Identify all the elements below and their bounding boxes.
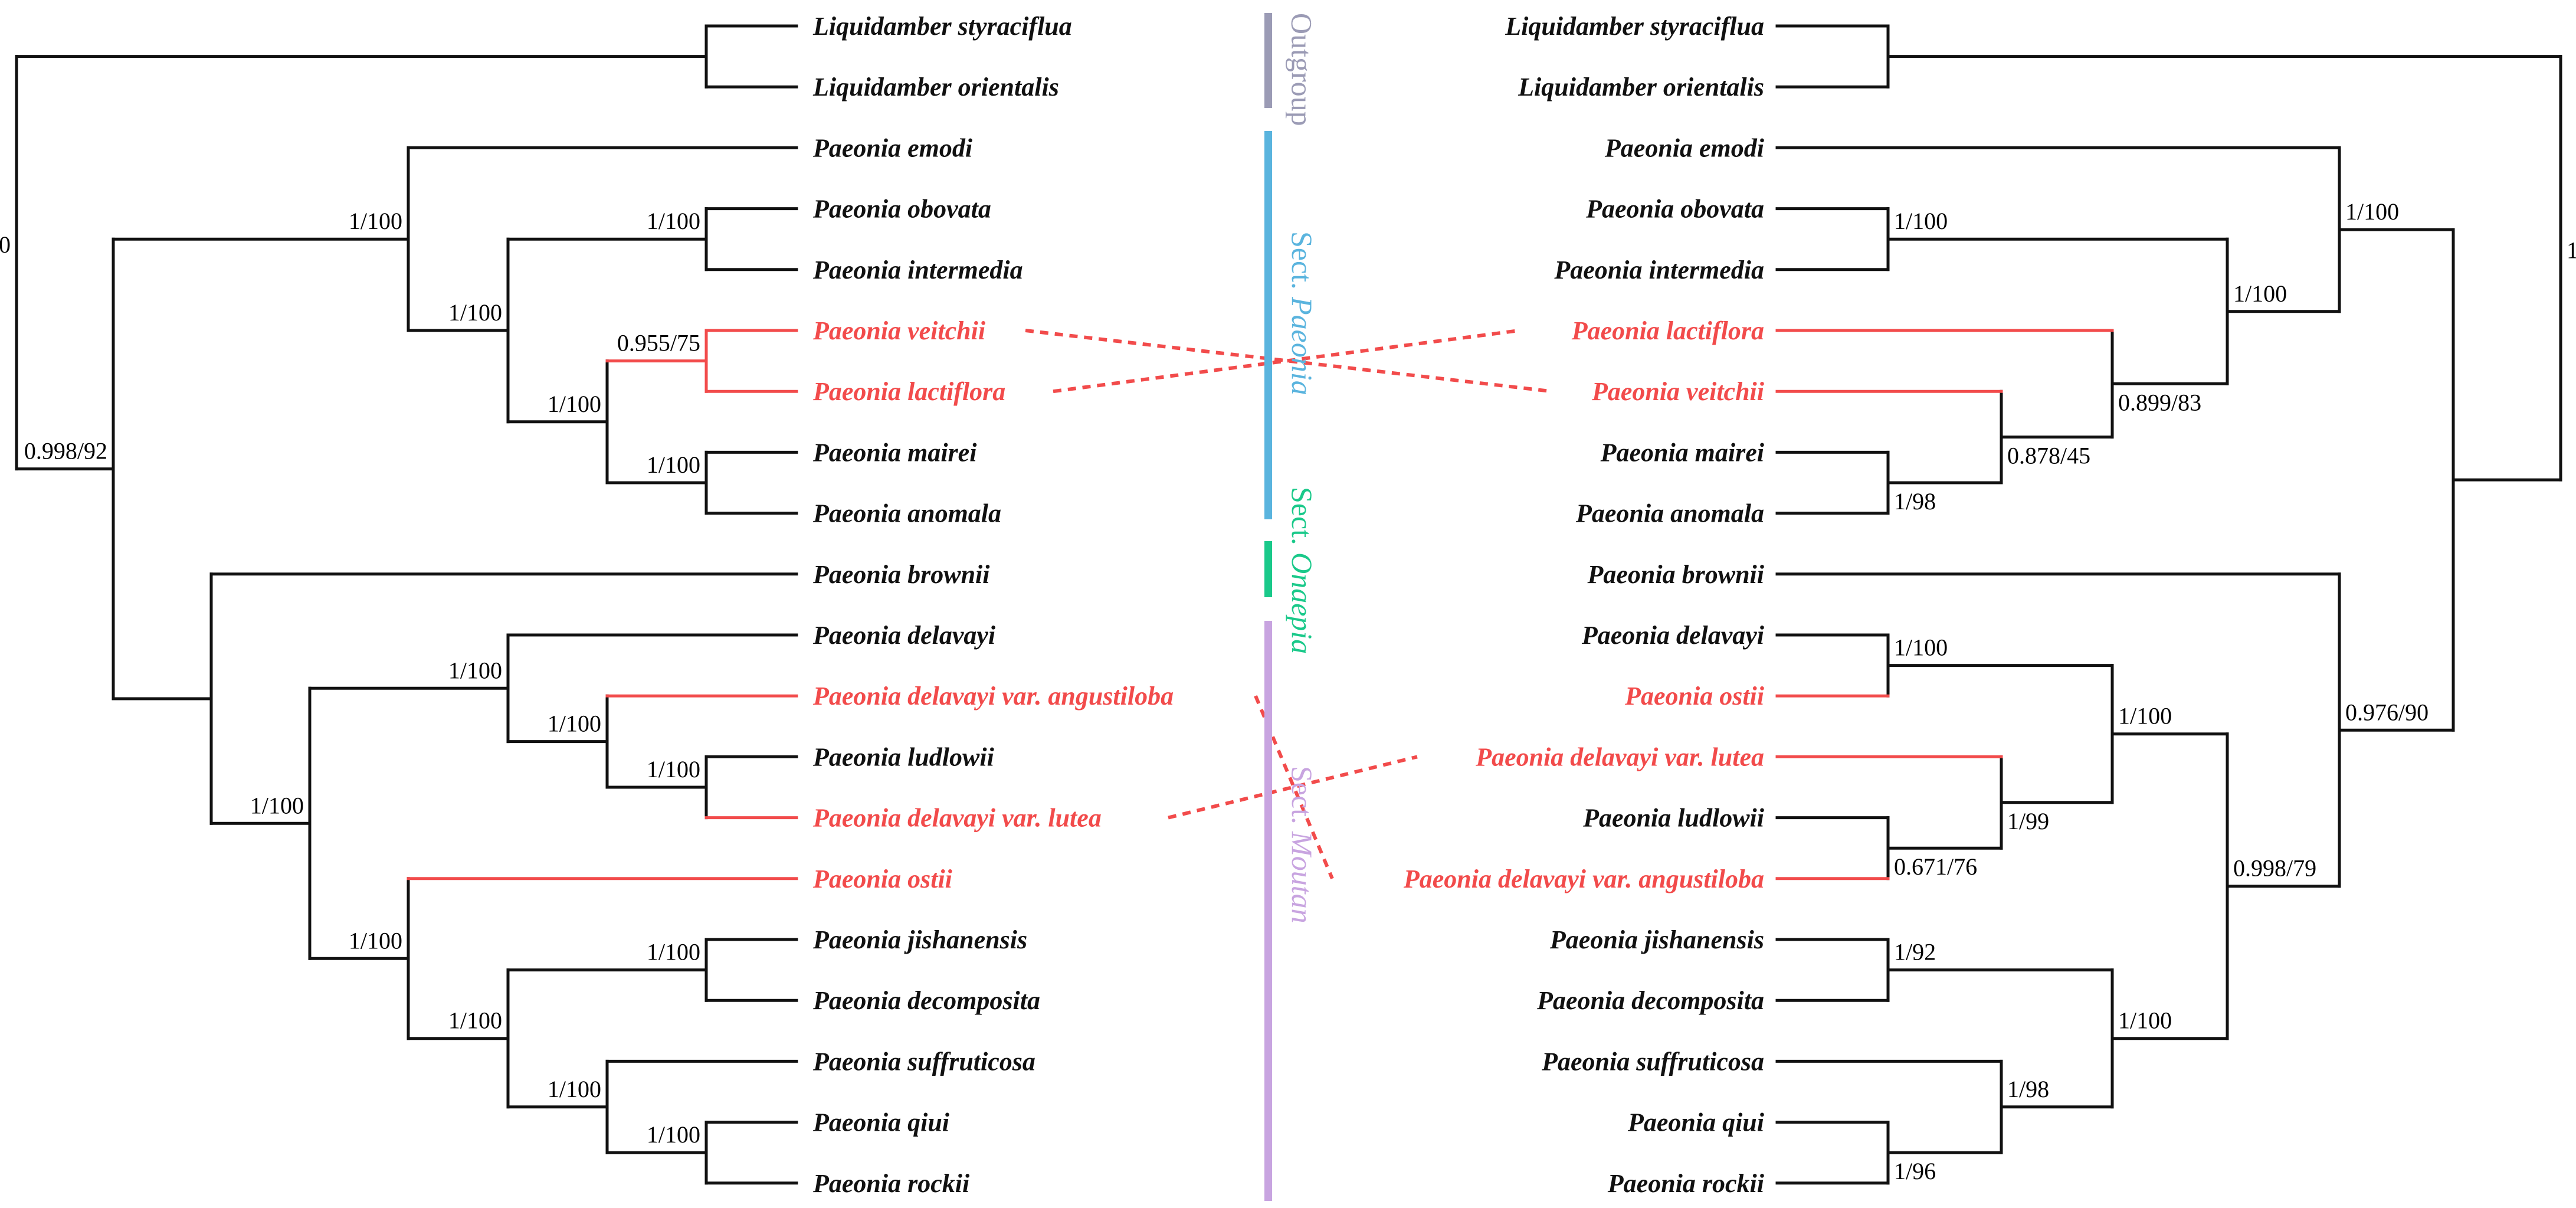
section-label-name: Moutan <box>1286 831 1319 924</box>
left-support-delavayi_group: 1/100 <box>448 657 502 683</box>
section-label-name: Paeonia <box>1286 296 1319 395</box>
right-taxon-t20: Paeonia rockii <box>1607 1169 1765 1198</box>
right-taxon-t05: Paeonia intermedia <box>1554 256 1764 284</box>
right-taxon-t12: Paeonia delavayi var. angustiloba <box>1403 865 1764 893</box>
section-bar-onaepia <box>1264 541 1272 597</box>
right-taxon-t06: Paeonia veitchii <box>1591 377 1765 406</box>
left-support-mairei_anomala: 1/100 <box>647 451 700 478</box>
connector-t07 <box>1053 329 1520 394</box>
left-taxon-t01: Liquidamber styraciflua <box>812 12 1072 41</box>
right-support-mairei_anomala: 1/98 <box>1894 488 1936 515</box>
left-taxon-t14: Paeonia delavayi var. lutea <box>812 804 1102 833</box>
right-taxon-t18: Paeonia suffruticosa <box>1541 1047 1764 1076</box>
right-support-ingroup_b: 0.976/90 <box>2345 699 2428 725</box>
right-taxon-t15: Paeonia ostii <box>1624 682 1765 711</box>
right-taxon-t10: Paeonia brownii <box>1587 560 1765 589</box>
left-taxon-t19: Paeonia qiui <box>812 1108 950 1137</box>
right-taxon-t04: Paeonia obovata <box>1585 195 1764 224</box>
left-support-veitchii_lactiflora_group: 1/100 <box>548 391 601 417</box>
left-support-ingroup_b: 0.998/92 <box>24 438 107 464</box>
left-support-obovata_intermedia: 1/100 <box>647 208 700 234</box>
left-taxon-t18: Paeonia suffruticosa <box>812 1047 1035 1076</box>
right-taxon-t19: Paeonia qiui <box>1627 1108 1765 1137</box>
left-taxon-t09: Paeonia anomala <box>812 499 1001 528</box>
right-support-jish_decomp: 1/92 <box>1894 939 1936 965</box>
left-taxon-t06: Paeonia veitchii <box>812 316 986 345</box>
left-taxon-t05: Paeonia intermedia <box>812 256 1023 284</box>
right-support-lutea_group: 1/99 <box>2007 808 2049 834</box>
left-support-root: 1/100 <box>0 231 11 258</box>
left-support-sect_paeonia: 1/100 <box>349 208 402 234</box>
right-taxon-t14: Paeonia delavayi var. lutea <box>1475 742 1764 771</box>
left-taxon-t07: Paeonia lactiflora <box>812 377 1005 406</box>
left-taxon-t08: Paeonia mairei <box>812 438 977 467</box>
right-support-ludlowii_angustiloba: 0.671/76 <box>1894 853 1977 880</box>
right-taxon-t03: Paeonia emodi <box>1604 133 1765 162</box>
left-support-suff_group: 1/100 <box>548 1076 601 1102</box>
section-bar-paeonia <box>1264 131 1272 519</box>
right-support-root: 1/100 <box>2567 237 2576 263</box>
left-taxon-t03: Paeonia emodi <box>812 133 973 162</box>
right-taxon-t11: Paeonia delavayi <box>1581 621 1765 650</box>
right-support-paeonia_inner: 1/100 <box>2233 280 2287 307</box>
right-taxon-t07: Paeonia lactiflora <box>1571 316 1764 345</box>
right-support-qiui_rockii: 1/96 <box>1894 1158 1936 1184</box>
right-taxon-t13: Paeonia ludlowii <box>1582 804 1765 833</box>
right-support-obovata_intermedia: 1/100 <box>1894 208 1948 234</box>
right-taxon-t17: Paeonia decomposita <box>1536 986 1764 1015</box>
left-support-veitchii_lactiflora: 0.955/75 <box>617 330 700 356</box>
section-label-onaepia: Sect. Onaepia <box>1286 487 1319 654</box>
left-tree: 1/100 0.998/92 1/100 1/100 1/100 1/100 0.955/7… <box>0 12 1174 1198</box>
right-support-jish_suff: 1/100 <box>2118 1007 2172 1034</box>
left-support-ostii_group: 1/100 <box>349 927 402 954</box>
left-taxon-t10: Paeonia brownii <box>812 560 990 589</box>
section-bar-outgroup <box>1264 13 1272 108</box>
left-taxon-t12: Paeonia delavayi var. angustiloba <box>812 682 1174 711</box>
section-label-outgroup: Outgroup <box>1286 13 1319 126</box>
left-support-jish_decomp: 1/100 <box>647 939 700 965</box>
left-support-moutan: 1/100 <box>250 792 304 819</box>
right-support-suff_group: 1/98 <box>2007 1076 2049 1102</box>
section-label-paeonia: Sect. Paeonia <box>1286 231 1319 395</box>
left-taxon-t16: Paeonia jishanensis <box>812 925 1027 954</box>
right-taxon-t02: Liquidamber orientalis <box>1518 73 1764 102</box>
right-tree: 1/100 0.976/90 1/100 1/100 1/100 0.899/83 0.87… <box>1403 12 2576 1198</box>
right-taxon-t16: Paeonia jishanensis <box>1549 925 1764 954</box>
left-taxon-t04: Paeonia obovata <box>812 195 991 224</box>
left-support-ludlowii_lutea: 1/100 <box>647 756 700 783</box>
right-support-moutan: 0.998/79 <box>2233 855 2316 882</box>
left-taxon-t17: Paeonia decomposita <box>812 986 1040 1015</box>
section-label-prefix: Sect. <box>1286 487 1319 552</box>
left-taxon-t15: Paeonia ostii <box>812 865 953 893</box>
right-taxon-t09: Paeonia anomala <box>1575 499 1764 528</box>
left-support-paeonia_inner: 1/100 <box>448 299 502 326</box>
right-support-veitchii_group: 0.878/45 <box>2007 443 2090 469</box>
left-taxon-t13: Paeonia ludlowii <box>812 742 995 771</box>
section-bar-moutan <box>1264 621 1272 1201</box>
left-support-angustiloba_group: 1/100 <box>548 711 601 737</box>
left-taxon-t11: Paeonia delavayi <box>812 621 996 650</box>
section-label-name: Onaepia <box>1286 552 1319 654</box>
connector-t14 <box>1168 755 1418 820</box>
right-support-lactiflora_group: 0.899/83 <box>2118 389 2201 415</box>
left-taxon-t02: Liquidamber orientalis <box>812 73 1059 102</box>
left-support-qiui_rockii: 1/100 <box>647 1121 700 1148</box>
left-support-jish_decomp_suff: 1/100 <box>448 1007 502 1034</box>
left-taxon-t20: Paeonia rockii <box>812 1169 970 1198</box>
right-taxon-t08: Paeonia mairei <box>1600 438 1765 467</box>
section-label-moutan: Sect. Moutan <box>1286 766 1319 924</box>
section-label-prefix: Sect. <box>1286 766 1319 831</box>
right-support-delavayi_group: 1/100 <box>2118 703 2172 729</box>
section-label-prefix: Sect. <box>1286 231 1319 297</box>
right-taxon-t01: Liquidamber styraciflua <box>1505 12 1764 41</box>
right-support-sect_paeonia: 1/100 <box>2345 198 2399 225</box>
right-support-delavayi_ostii: 1/100 <box>1894 634 1948 661</box>
